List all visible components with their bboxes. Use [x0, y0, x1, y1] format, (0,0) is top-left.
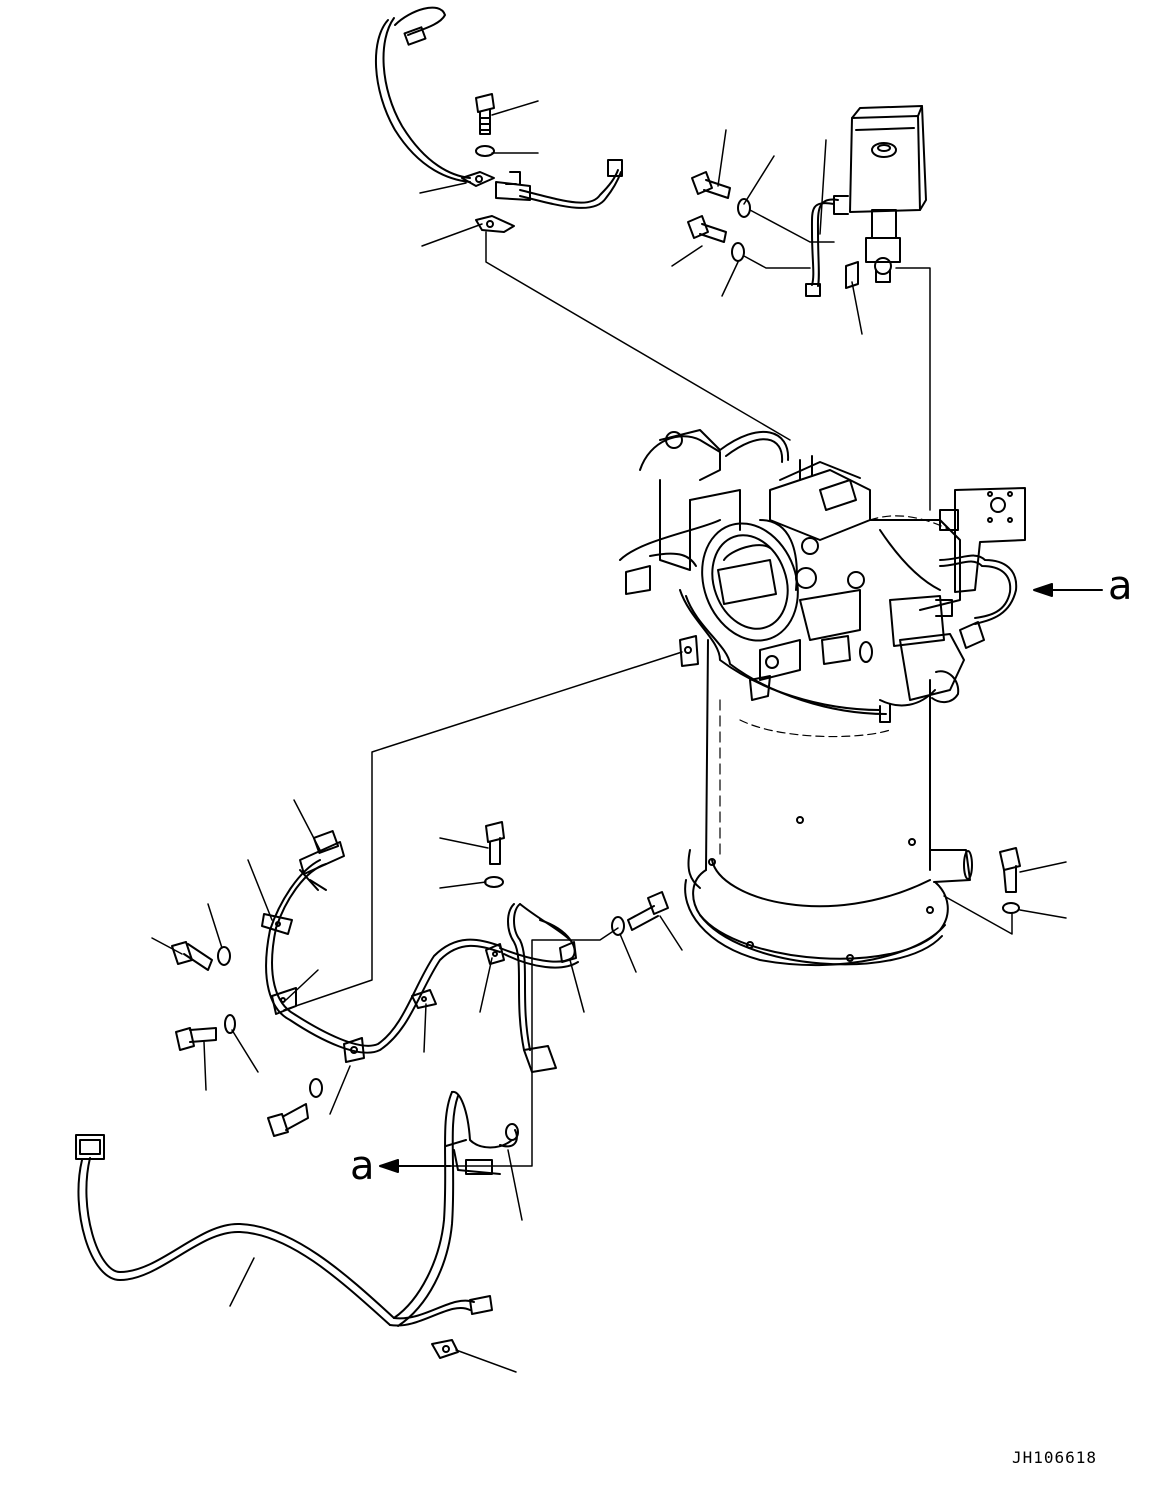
lower-ground-terminal — [432, 1340, 458, 1358]
bottom-left-washer-1 — [218, 947, 230, 965]
tank-body — [685, 640, 972, 965]
mid-washer — [485, 877, 503, 887]
valve-bracket — [846, 262, 858, 288]
bottom-left-bolt-2 — [176, 1028, 216, 1050]
harness-clip-4 — [412, 990, 436, 1008]
valve-wire — [806, 199, 838, 296]
bottom-bolt-3 — [268, 1104, 308, 1136]
valve-leader-lines — [672, 130, 930, 510]
harness-clip-6 — [560, 942, 576, 962]
top-washer — [476, 146, 494, 156]
harness-clip-3 — [344, 1038, 364, 1062]
harness-clip-1 — [262, 914, 292, 934]
bottom-left-washer-2 — [225, 1015, 235, 1033]
top-leader-lines — [420, 101, 790, 440]
tank-bolt — [1000, 848, 1020, 892]
bottom-washer-3 — [310, 1079, 322, 1097]
ref-arrow-left — [380, 928, 618, 1172]
mid-bolt — [486, 822, 504, 864]
tank-washer — [1003, 903, 1019, 913]
view-reference-label-left: a — [350, 1143, 375, 1189]
top-clamp — [476, 216, 514, 232]
main-harness — [76, 1092, 518, 1326]
harness-clip-2 — [272, 988, 296, 1014]
mid-harness — [266, 831, 578, 1072]
upper-bolt-right — [692, 172, 730, 198]
view-reference-label-right: a — [1108, 563, 1133, 609]
top-bolt — [476, 94, 494, 134]
ref-arrow-right — [1034, 584, 1102, 596]
right-washer — [612, 917, 624, 935]
bottom-leader-lines — [152, 800, 682, 1372]
top-sensor-harness — [376, 8, 622, 208]
tank-leader-lines — [284, 652, 1066, 1010]
drawing-code: JH106618 — [1011, 1448, 1097, 1467]
tank-top-assembly — [620, 430, 1025, 737]
lower-washer-right — [732, 243, 744, 261]
solenoid-valve — [834, 106, 926, 282]
top-clip-terminal — [462, 172, 494, 186]
bottom-left-bolt-1 — [172, 942, 212, 970]
harness-clip-5 — [486, 944, 504, 964]
lower-bolt-right — [688, 216, 726, 242]
upper-washer-right — [738, 199, 750, 217]
right-bolt — [628, 892, 668, 930]
